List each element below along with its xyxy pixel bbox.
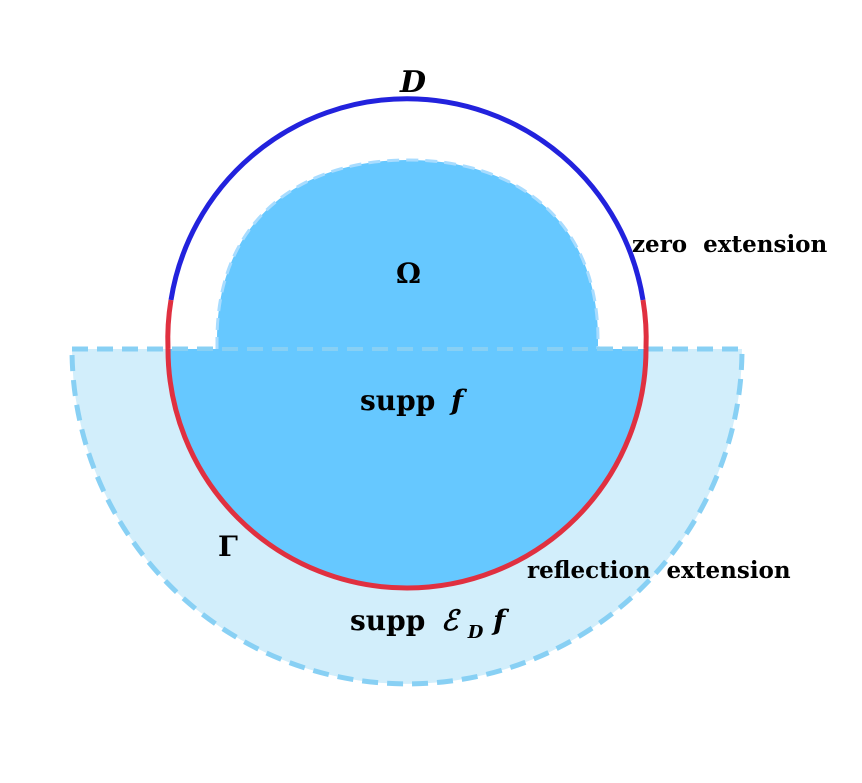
reflection-extension-label: reflection extension: [527, 557, 791, 584]
zero-extension-label: zero extension: [632, 231, 828, 258]
supp-f-label: supp f: [360, 384, 468, 417]
boundary-arc-gamma-bottom: [165, 348, 649, 591]
supp-f-prefix: supp: [360, 384, 435, 417]
omega-label: Ω: [396, 257, 421, 290]
extension-operator-subscript: D: [467, 622, 484, 643]
boundary-arc-gamma-right: [640, 299, 649, 350]
boundary-arc-gamma-left: [165, 299, 174, 350]
boundary-arc-zero-extension: [168, 96, 646, 301]
omega-dome-dashed-edge: [215, 158, 600, 349]
domain-d-label: D: [399, 65, 426, 100]
supp-extension-prefix: supp: [350, 604, 425, 637]
extension-operator-symbol: ℰ: [441, 604, 461, 637]
supp-f-region: [168, 349, 646, 588]
gamma-label: Γ: [218, 530, 238, 563]
omega-dome-region: [217, 160, 598, 349]
